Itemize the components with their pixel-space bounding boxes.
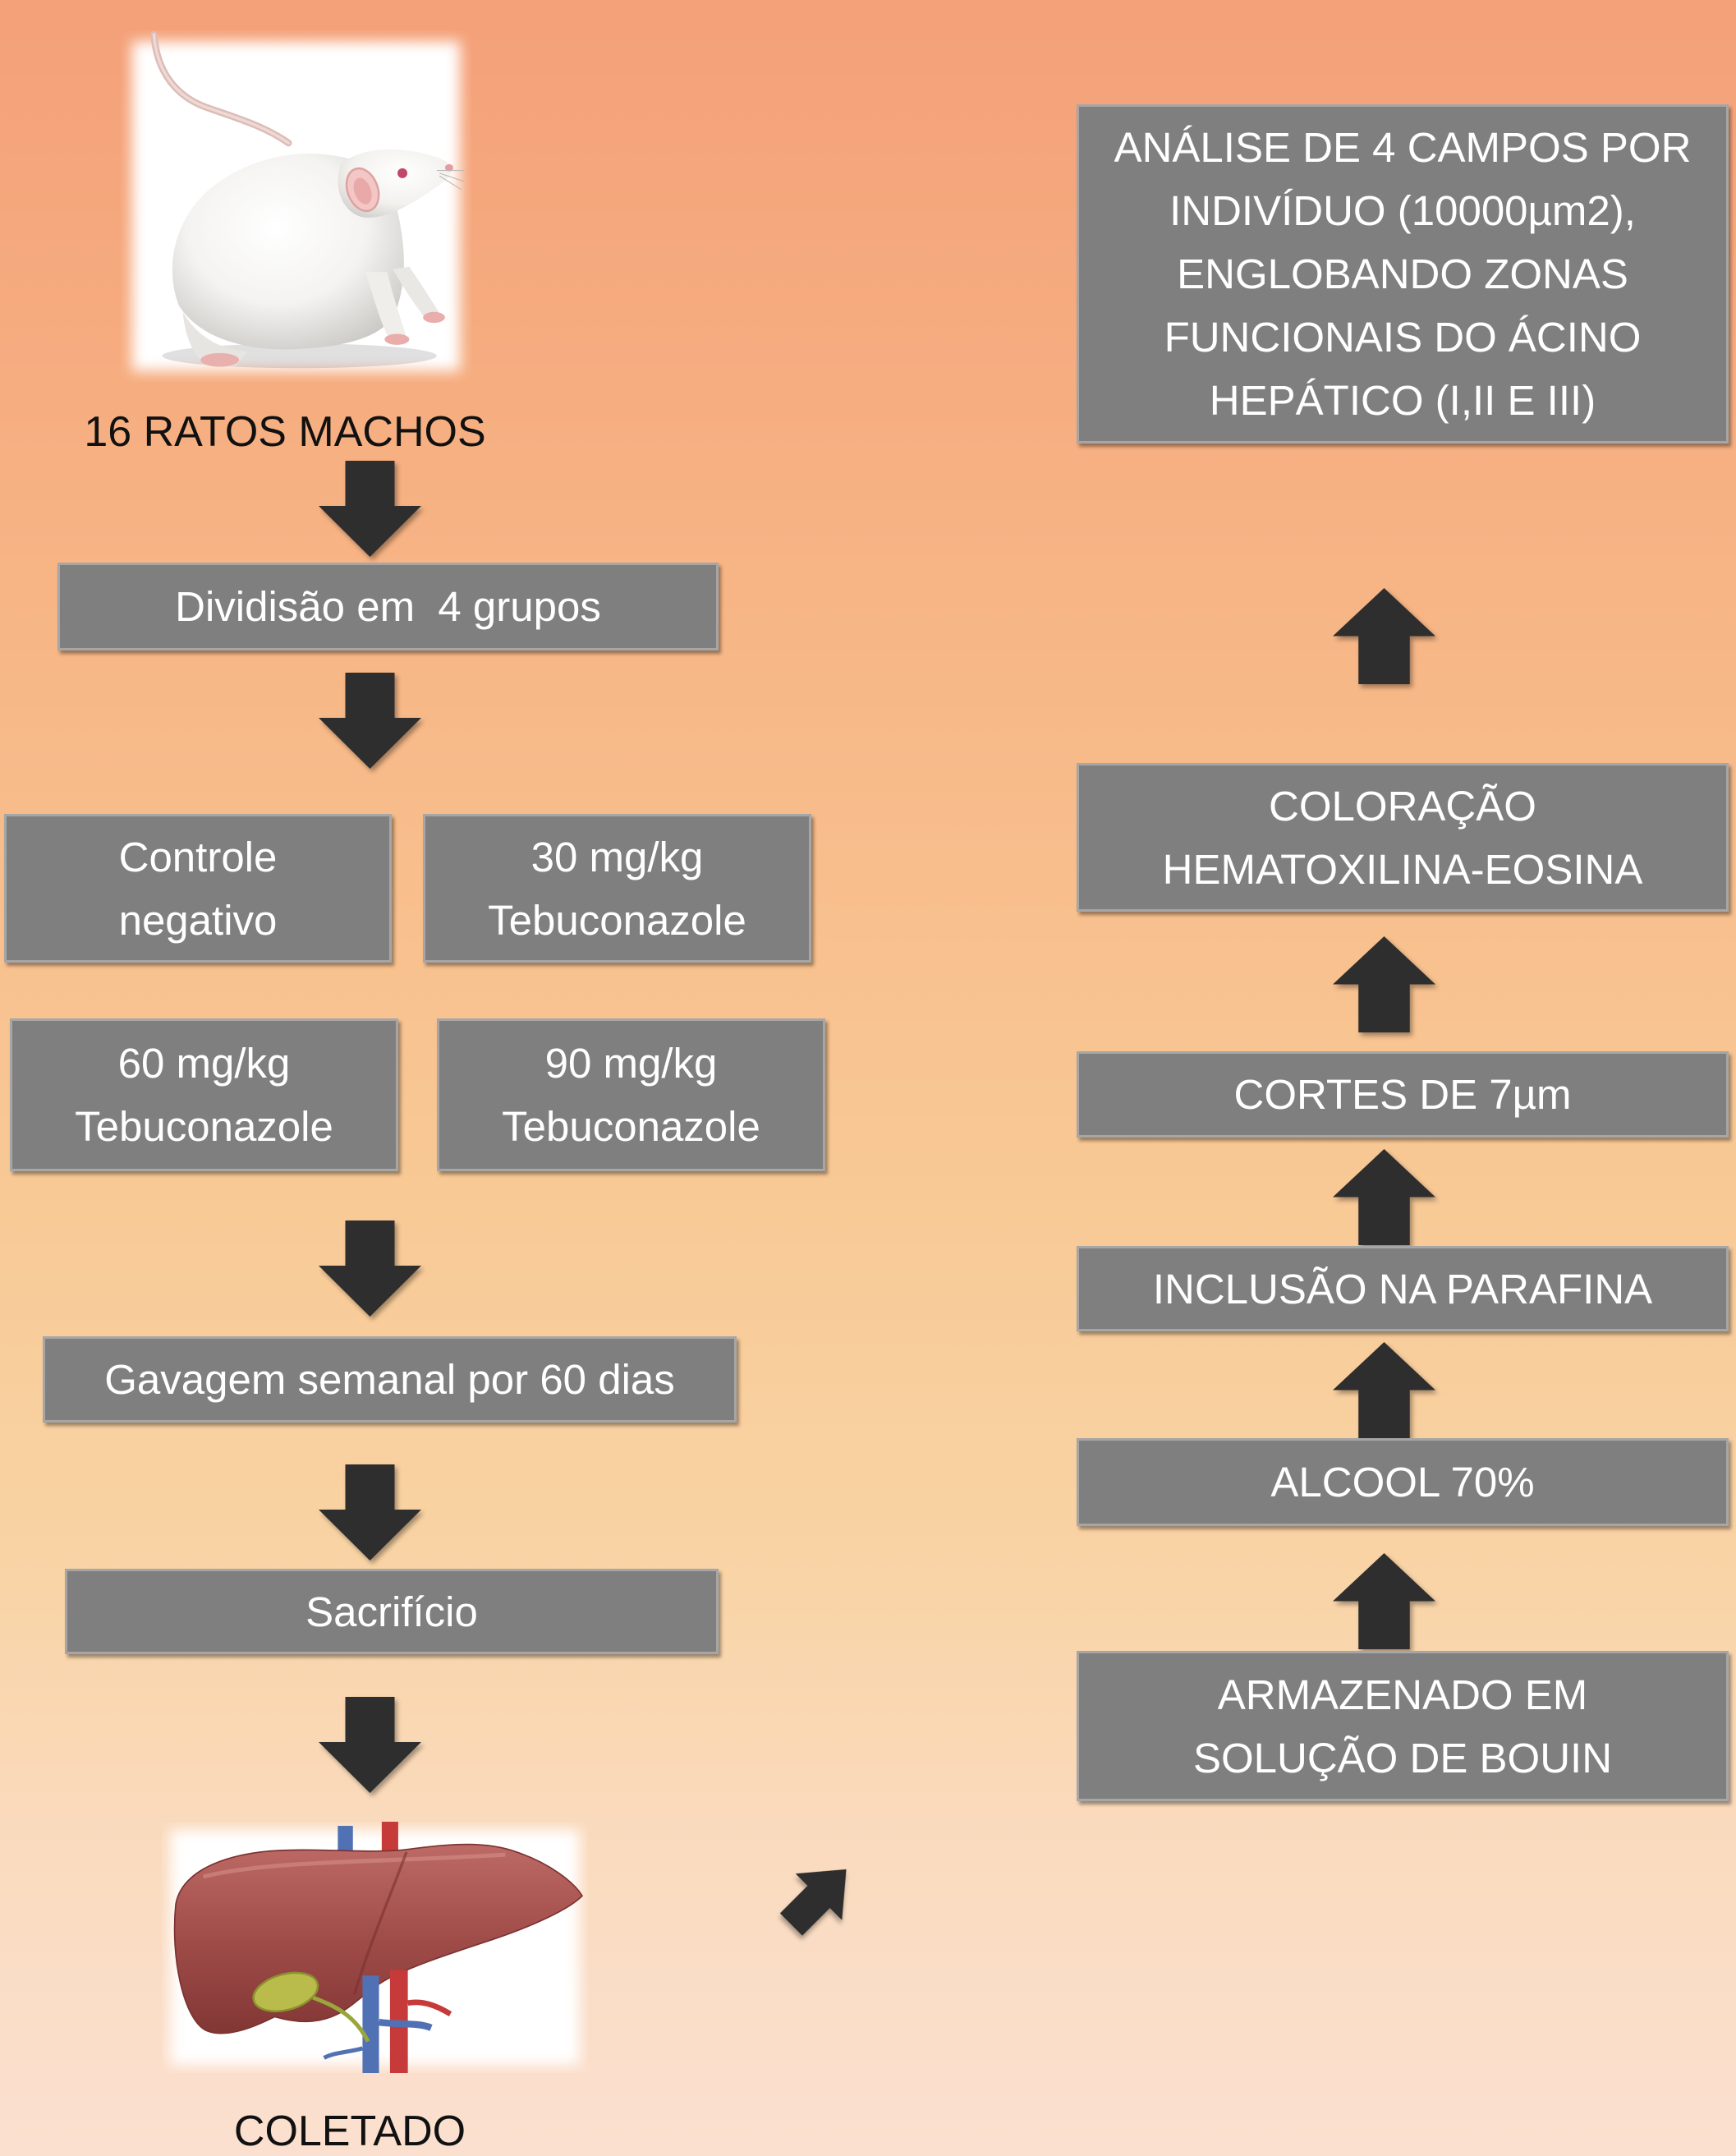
arrow-up-icon — [1333, 936, 1435, 1032]
arrow-down-icon — [319, 673, 421, 769]
group-label-line: negativo — [119, 889, 278, 952]
group-label-line: 30 mg/kg — [531, 825, 704, 889]
group-label-line: 60 mg/kg — [118, 1032, 291, 1095]
arrow-down-icon — [319, 1464, 421, 1561]
alcohol-box: ALCOOL 70% — [1077, 1438, 1729, 1526]
arrow-up-right-icon — [768, 1846, 870, 1948]
start-label: 16 RATOS MACHOS — [49, 407, 521, 457]
sectioning-box: CORTES DE 7µm — [1077, 1051, 1729, 1138]
group-label-line: 90 mg/kg — [545, 1032, 718, 1095]
arrow-down-icon — [319, 1221, 421, 1317]
rat-eye — [397, 168, 407, 178]
group-label-line: Controle — [119, 825, 278, 889]
division-label: Dividisão em 4 grupos — [175, 575, 601, 638]
group-label-line: Tebuconazole — [75, 1095, 333, 1158]
sacrifice-box: Sacrifício — [65, 1569, 719, 1654]
paraffin-embedding-box: INCLUSÃO NA PARAFINA — [1077, 1246, 1729, 1331]
liver-photo — [162, 1822, 588, 2073]
gavage-label: Gavagem semanal por 60 dias — [104, 1348, 675, 1411]
analysis-label-line: FUNCIONAIS DO ÁCINO — [1164, 306, 1642, 369]
alcohol-label: ALCOOL 70% — [1270, 1450, 1534, 1514]
analysis-label-line: ENGLOBANDO ZONAS — [1177, 242, 1628, 306]
bouin-storage-label-line: ARMAZENADO EM — [1218, 1663, 1588, 1726]
gavage-box: Gavagem semanal por 60 dias — [43, 1336, 737, 1423]
rat-hind-paw — [200, 353, 239, 367]
arrow-down-icon — [319, 461, 421, 557]
collected-label: COLETADO — [186, 2107, 514, 2156]
analysis-label-line: ANÁLISE DE 4 CAMPOS POR — [1114, 116, 1692, 179]
bouin-storage-box: ARMAZENADO EM SOLUÇÃO DE BOUIN — [1077, 1651, 1729, 1801]
arrow-up-icon — [1333, 1342, 1435, 1438]
rat-photo — [121, 30, 471, 382]
group-box-30mg: 30 mg/kg Tebuconazole — [423, 814, 811, 963]
group-label-line: Tebuconazole — [488, 889, 746, 952]
staining-label-line: HEMATOXILINA-EOSINA — [1163, 838, 1643, 901]
vena-cava-bottom — [362, 1975, 379, 2073]
arrow-up-icon — [1333, 1149, 1435, 1245]
analysis-label-line: INDIVÍDUO (10000µm2), — [1169, 179, 1636, 242]
staining-box: COLORAÇÃO HEMATOXILINA-EOSINA — [1077, 763, 1729, 912]
analysis-box: ANÁLISE DE 4 CAMPOS POR INDIVÍDUO (10000… — [1077, 104, 1729, 444]
group-label-line: Tebuconazole — [502, 1095, 760, 1158]
arrow-up-icon — [1333, 1553, 1435, 1649]
staining-label-line: COLORAÇÃO — [1269, 775, 1536, 838]
group-box-90mg: 90 mg/kg Tebuconazole — [437, 1018, 825, 1171]
rat-front-paw — [384, 333, 409, 344]
division-box: Dividisão em 4 grupos — [57, 563, 719, 650]
sacrifice-label: Sacrifício — [305, 1580, 478, 1643]
paraffin-embedding-label: INCLUSÃO NA PARAFINA — [1153, 1257, 1652, 1321]
artery-top — [382, 1822, 398, 1855]
group-box-60mg: 60 mg/kg Tebuconazole — [10, 1018, 398, 1171]
analysis-label-line: HEPÁTICO (I,II E III) — [1210, 369, 1596, 432]
rat-illustration — [121, 30, 471, 382]
arrow-down-icon — [319, 1697, 421, 1793]
arrow-up-icon — [1333, 588, 1435, 684]
bouin-storage-label-line: SOLUÇÃO DE BOUIN — [1193, 1726, 1612, 1790]
group-box-negative-control: Controle negativo — [4, 814, 392, 963]
liver-illustration — [162, 1822, 588, 2073]
sectioning-label: CORTES DE 7µm — [1233, 1063, 1571, 1126]
